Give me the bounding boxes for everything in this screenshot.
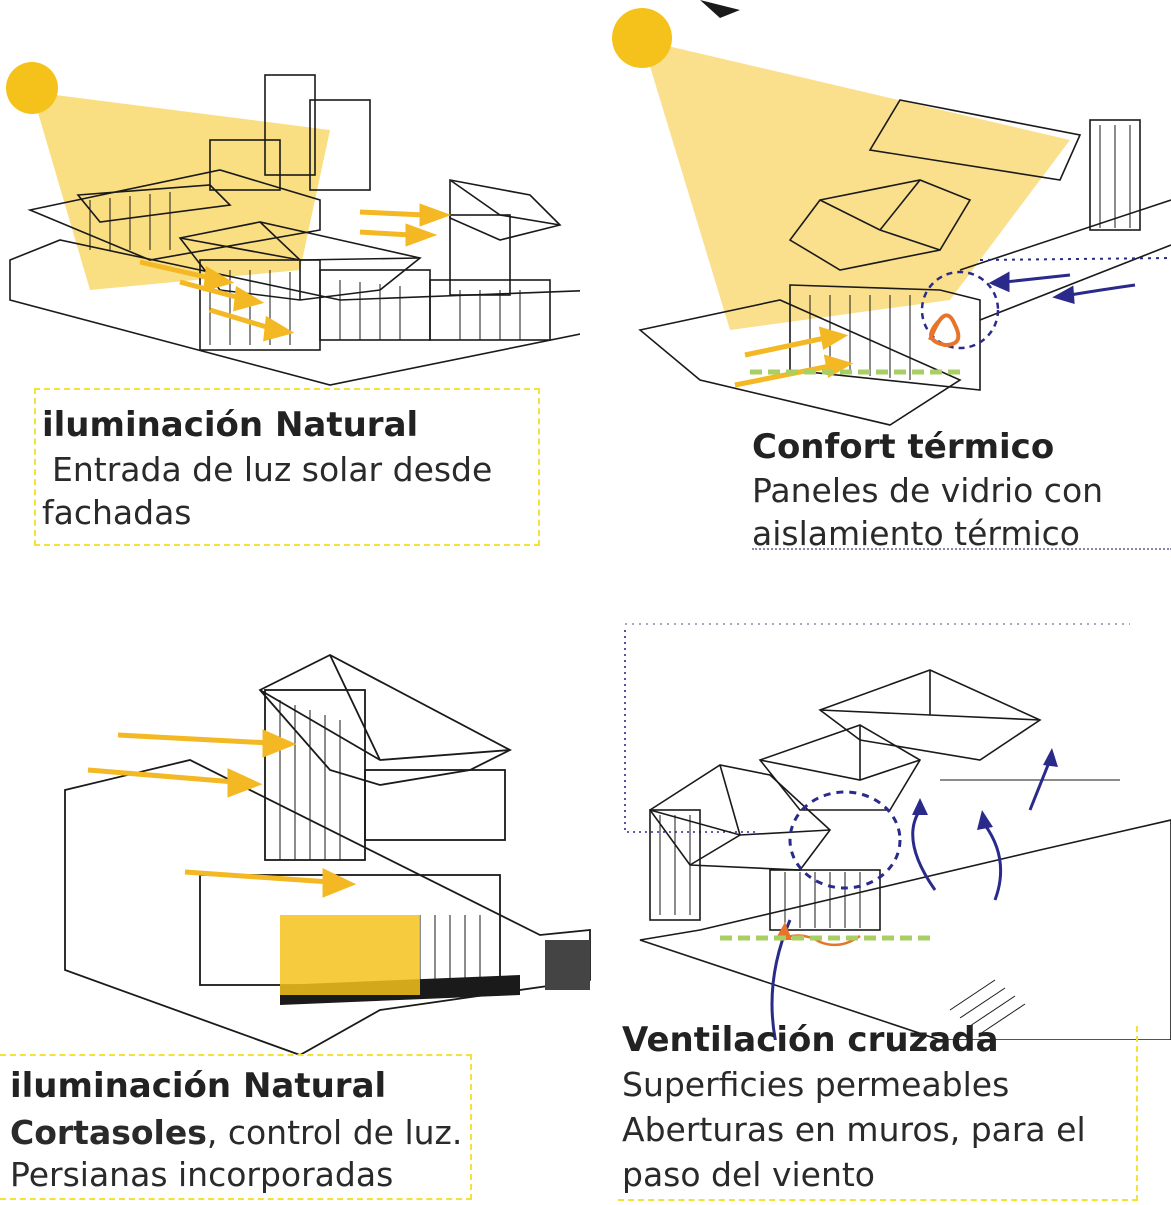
sun-icon	[6, 62, 58, 114]
caption-box-3	[0, 1054, 472, 1200]
caption-line-1b: fachadas	[42, 493, 192, 532]
caption-line-4c: paso del viento	[622, 1155, 875, 1194]
caption-line-4a: Superficies permeables	[622, 1065, 1010, 1104]
sun-ray-cone	[642, 40, 1070, 330]
sun-icon	[612, 8, 672, 68]
caption-line-3a: Cortasoles, control de luz.	[10, 1113, 462, 1153]
caption-line-3a-bold: Cortasoles	[10, 1113, 207, 1152]
caption-line-3a-rest: , control de luz.	[206, 1113, 463, 1152]
isometric-building-drawing-4	[624, 623, 1171, 1040]
caption-line-3b: Persianas incorporadas	[10, 1155, 394, 1194]
caption-title-1: iluminación Natural	[42, 405, 419, 445]
isometric-building-drawing-3	[64, 653, 591, 1056]
sun-ray-cone	[32, 92, 330, 290]
caption-line-2a: Paneles de vidrio con	[752, 471, 1104, 510]
caption-box-2	[752, 548, 1171, 552]
caption-title-3: iluminación Natural	[10, 1066, 387, 1106]
sunshade-highlight	[280, 915, 420, 995]
caption-box-4	[618, 1026, 1138, 1201]
caption-box-1	[34, 388, 540, 546]
caption-line-4b: Aberturas en muros, para el	[622, 1110, 1086, 1149]
panel-natural-lighting-facades: iluminación Natural Entrada de luz solar…	[0, 0, 580, 560]
isometric-building-drawing-2	[612, 0, 1171, 426]
caption-title-2: Confort térmico	[752, 427, 1055, 467]
caption-line-2b: aislamiento térmico	[752, 514, 1081, 553]
panel-thermal-comfort: Confort térmico Paneles de vidrio con ai…	[600, 0, 1171, 580]
caption-title-4: Ventilación cruzada	[622, 1020, 999, 1060]
caption-line-1a: Entrada de luz solar desde	[52, 450, 493, 489]
dark-slab	[545, 940, 590, 990]
panel-cross-ventilation: Ventilación cruzada Superficies permeabl…	[600, 610, 1171, 1205]
isometric-building-drawing-1	[6, 62, 580, 386]
panel-natural-lighting-sunshades: iluminación Natural Cortasoles, control …	[0, 610, 600, 1205]
